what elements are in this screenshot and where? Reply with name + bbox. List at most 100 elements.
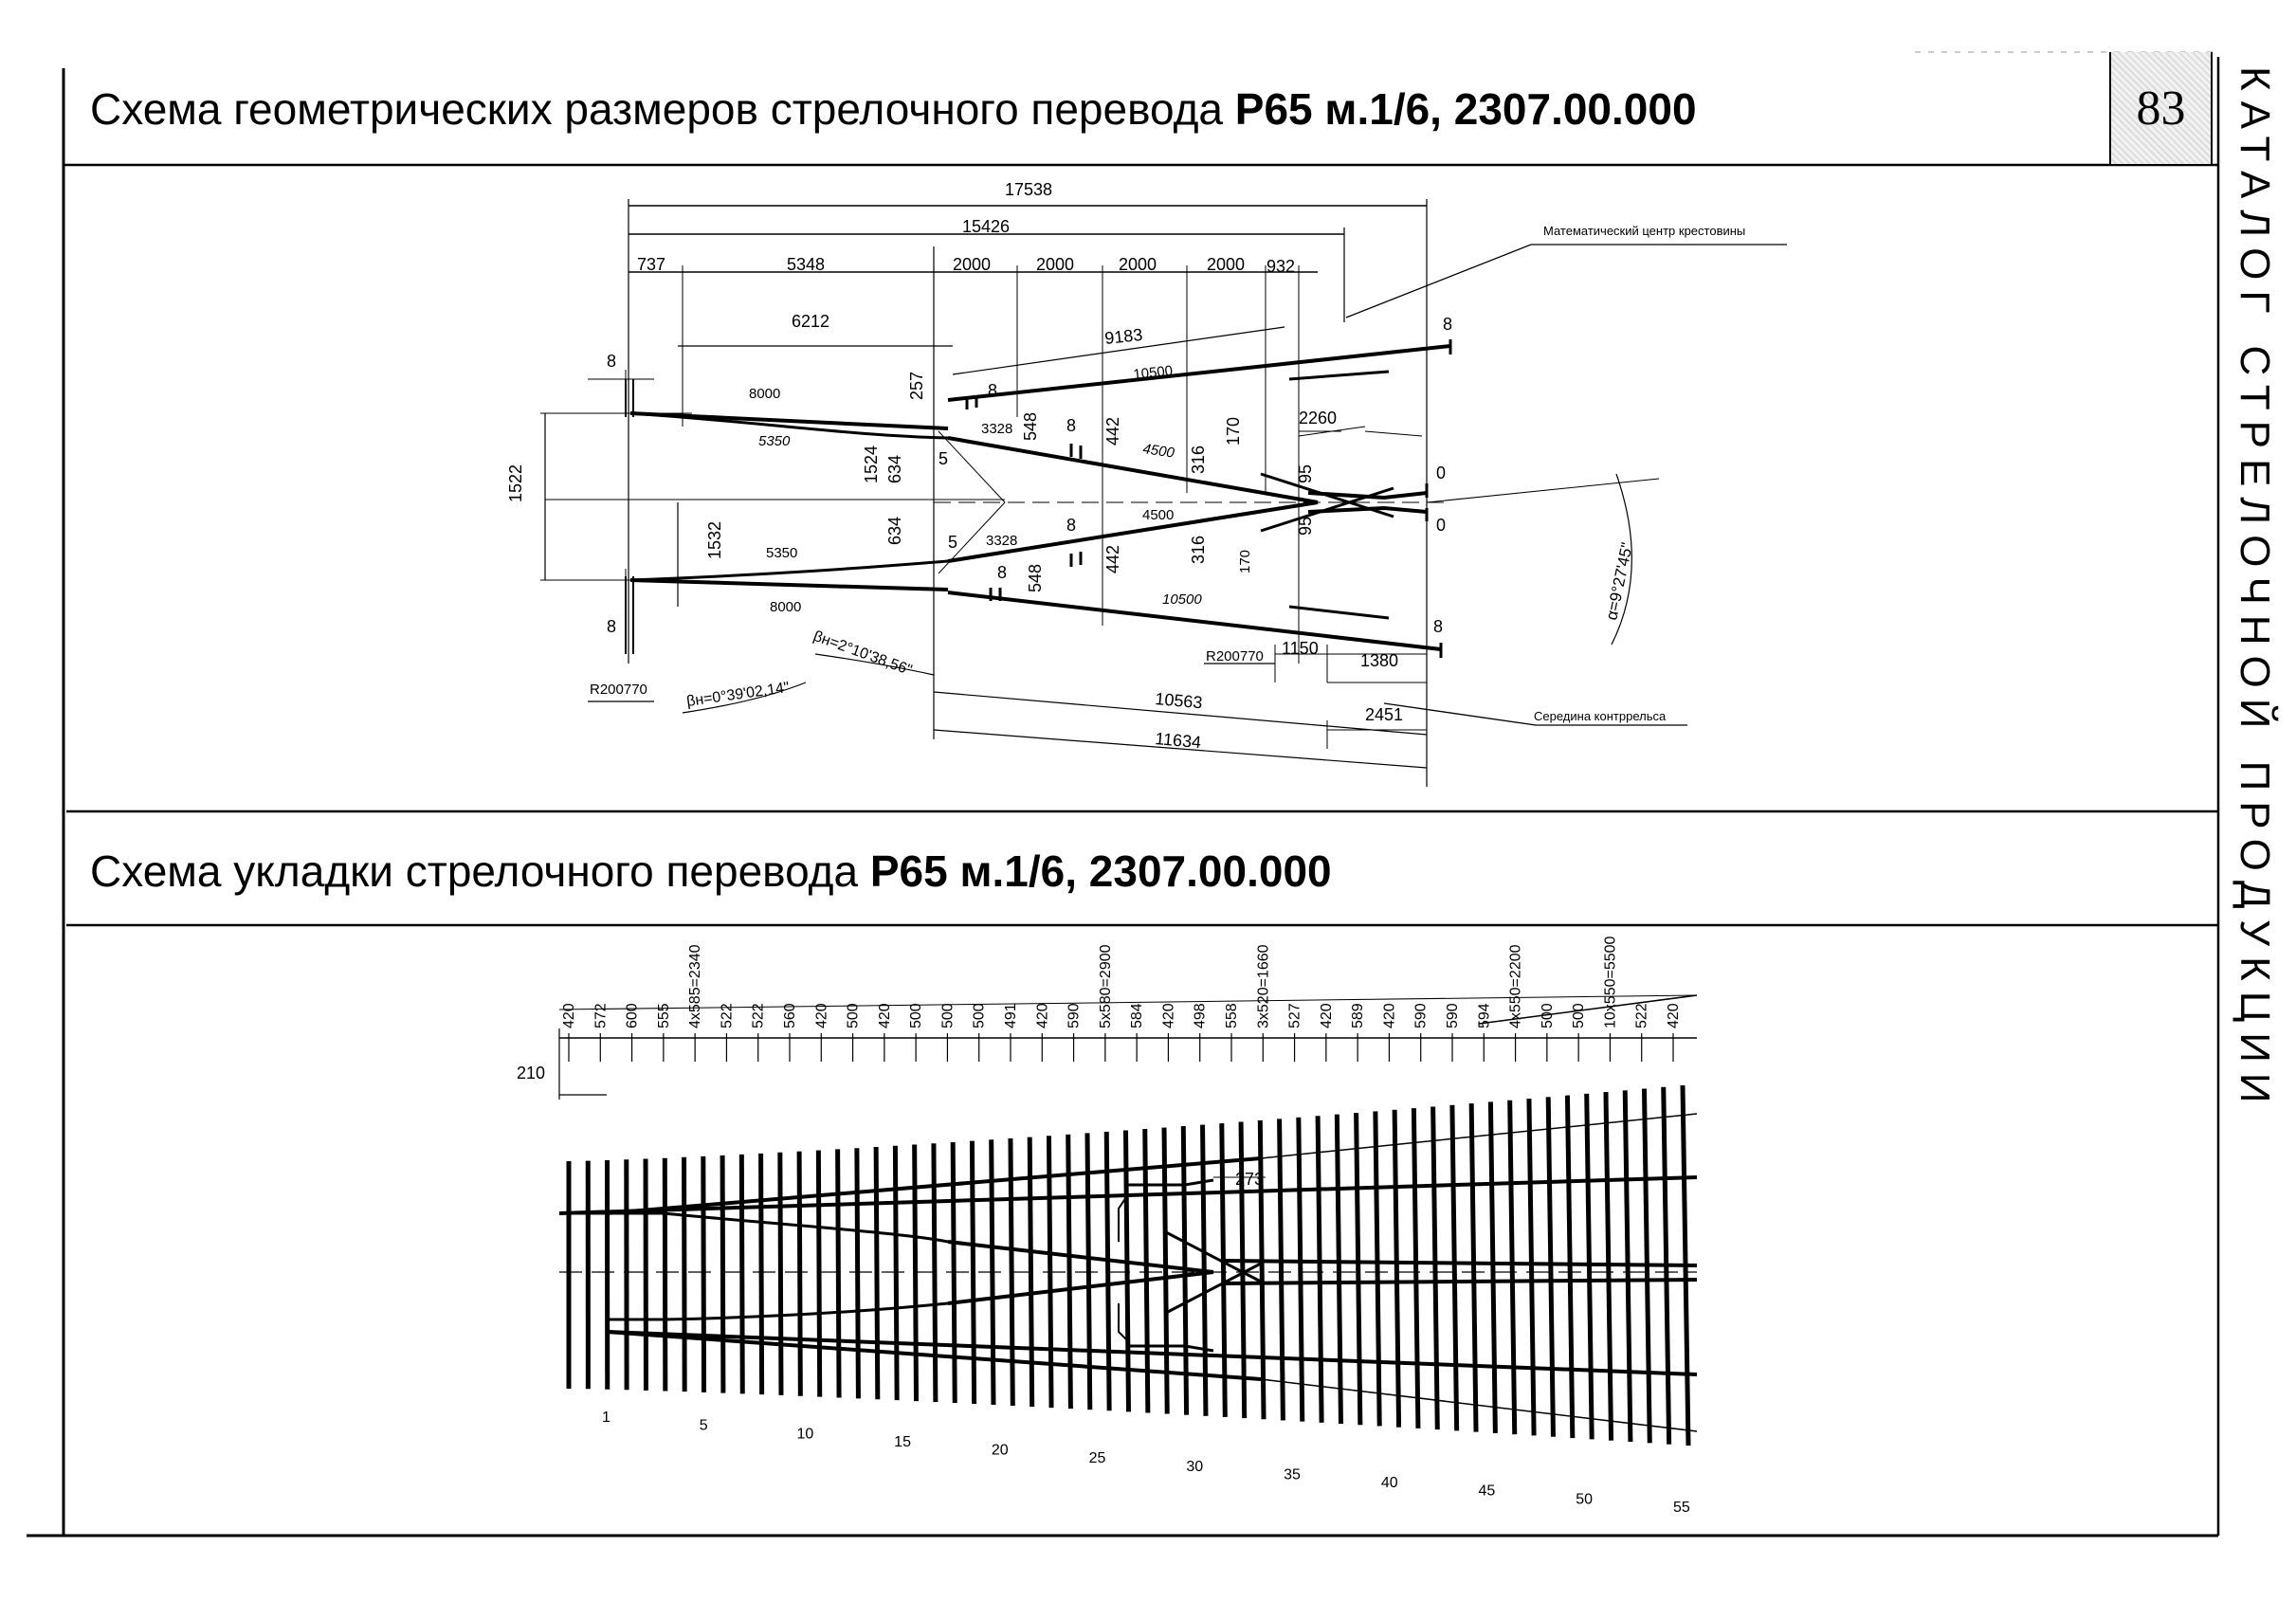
spacing-label: 560 (782, 1003, 798, 1028)
dim-17538: 17538 (1005, 180, 1052, 199)
label-8-left-top: 8 (607, 352, 616, 371)
spacing-label: 3x520=1660 (1255, 944, 1271, 1028)
tie-number: 5 (700, 1418, 708, 1434)
spacing-label: 522 (751, 1003, 767, 1028)
dim-2000-c: 2000 (1119, 255, 1157, 274)
dim-6212: 6212 (792, 312, 829, 331)
sleeper (1123, 1130, 1131, 1412)
annotation-counter-rail-middle: Середина контррельса (1534, 709, 1667, 723)
sleeper (873, 1146, 881, 1400)
dim-3328-bottom: 3328 (986, 533, 1017, 549)
dim-316-top: 316 (1189, 446, 1208, 474)
dim-5350-top: 5350 (758, 433, 791, 449)
dim-2451: 2451 (1365, 705, 1403, 724)
spacing-label: 498 (1193, 1003, 1209, 1028)
dim-10500-top: 10500 (1133, 363, 1174, 383)
spacing-label: 555 (656, 1003, 672, 1028)
dim-95-bottom: 95 (1296, 517, 1315, 536)
tie-number: 25 (1089, 1450, 1106, 1466)
tie-number: 1 (602, 1410, 610, 1426)
dim-442-bottom: 442 (1103, 545, 1122, 573)
dim-3328-top: 3328 (981, 421, 1012, 437)
dim-634-bottom: 634 (885, 517, 904, 545)
dim-8000-bottom: 8000 (770, 599, 801, 615)
spacing-label: 500 (939, 1003, 956, 1028)
sleeper (1392, 1109, 1402, 1428)
sleeper (1296, 1117, 1305, 1422)
dim-548-top: 548 (1021, 412, 1040, 441)
dim-2000-a: 2000 (953, 255, 991, 274)
spacing-label: 600 (625, 1003, 641, 1028)
sleeper (1526, 1099, 1537, 1436)
dim-5348: 5348 (787, 255, 825, 274)
tie-number: 50 (1576, 1491, 1593, 1507)
sleeper (931, 1143, 938, 1403)
dim-170-bottom: 170 (1237, 550, 1253, 573)
spacing-label: 491 (1003, 1003, 1019, 1028)
sleeper (1411, 1108, 1421, 1428)
dim-634-top: 634 (885, 455, 904, 483)
dim-4500-bottom: 4500 (1142, 507, 1174, 523)
spacing-label: 500 (1540, 1003, 1556, 1028)
spacing-label: 5x580=2900 (1098, 944, 1114, 1028)
page-number-box: 83 (2109, 52, 2213, 164)
dim-10563: 10563 (1155, 689, 1204, 712)
section2-heading: Схема укладки стрелочного перевода Р65 м… (90, 846, 1332, 897)
section2-heading-bold: Р65 м.1/6, 2307.00.000 (869, 846, 1332, 896)
tie-number: 20 (992, 1443, 1009, 1459)
dim-4500-top: 4500 (1141, 441, 1175, 462)
tie-number: 30 (1186, 1459, 1203, 1475)
spacing-label: 590 (1445, 1003, 1461, 1028)
sleeper (1219, 1123, 1228, 1417)
sleeper (969, 1140, 977, 1405)
label-5-top: 5 (938, 449, 948, 468)
dim-8000-top: 8000 (749, 386, 780, 402)
tie-number: 10 (796, 1426, 813, 1442)
spacing-label: 500 (1571, 1003, 1587, 1028)
sleeper (1084, 1133, 1093, 1410)
sleeper (1564, 1095, 1576, 1439)
label-8-left-bottom: 8 (607, 617, 616, 636)
radius-left: R200770 (590, 682, 647, 698)
sleeper (1277, 1119, 1285, 1421)
label-8-a: 8 (988, 381, 997, 400)
rail-group (558, 994, 1698, 1432)
spacing-label: 594 (1476, 1003, 1492, 1028)
sleeper (912, 1144, 920, 1402)
section1-heading: Схема геометрических размеров стрелочног… (90, 83, 1697, 135)
tie-number: 15 (894, 1434, 911, 1450)
dim-95-top: 95 (1296, 464, 1315, 483)
dim-737: 737 (637, 255, 665, 274)
sleeper (815, 1150, 823, 1397)
spacing-label: 589 (1350, 1003, 1366, 1028)
page-number: 83 (2136, 82, 2186, 136)
spacing-label: 572 (592, 1003, 609, 1028)
dim-2260: 2260 (1299, 409, 1337, 428)
annotation-math-center: Математический центр крестовины (1543, 224, 1745, 238)
spacing-label: 420 (1381, 1003, 1397, 1028)
spacing-label: 10x550=5500 (1602, 936, 1618, 1028)
dim-9183: 9183 (1103, 325, 1143, 348)
spacing-label: 527 (1287, 1003, 1303, 1028)
sleeper (1507, 1100, 1518, 1435)
spacing-label: 420 (1319, 1003, 1335, 1028)
dim-273: 273 (1235, 1170, 1264, 1189)
dim-257: 257 (907, 372, 926, 400)
sleeper (1161, 1127, 1170, 1414)
section2-heading-plain: Схема укладки стрелочного перевода (90, 846, 870, 896)
dim-1150: 1150 (1282, 639, 1319, 658)
spacing-label: 500 (908, 1003, 924, 1028)
sleeper (1103, 1131, 1112, 1411)
sleeper (738, 1154, 745, 1394)
spacing-label: 500 (972, 1003, 988, 1028)
dim-1532: 1532 (705, 521, 724, 559)
label-0-bottom: 0 (1436, 516, 1446, 535)
spacing-label: 522 (1634, 1003, 1650, 1028)
spacing-label: 420 (1034, 1003, 1050, 1028)
spacing-label: 590 (1066, 1003, 1083, 1028)
spacing-label: 420 (1666, 1003, 1682, 1028)
sleeper (1373, 1111, 1382, 1427)
